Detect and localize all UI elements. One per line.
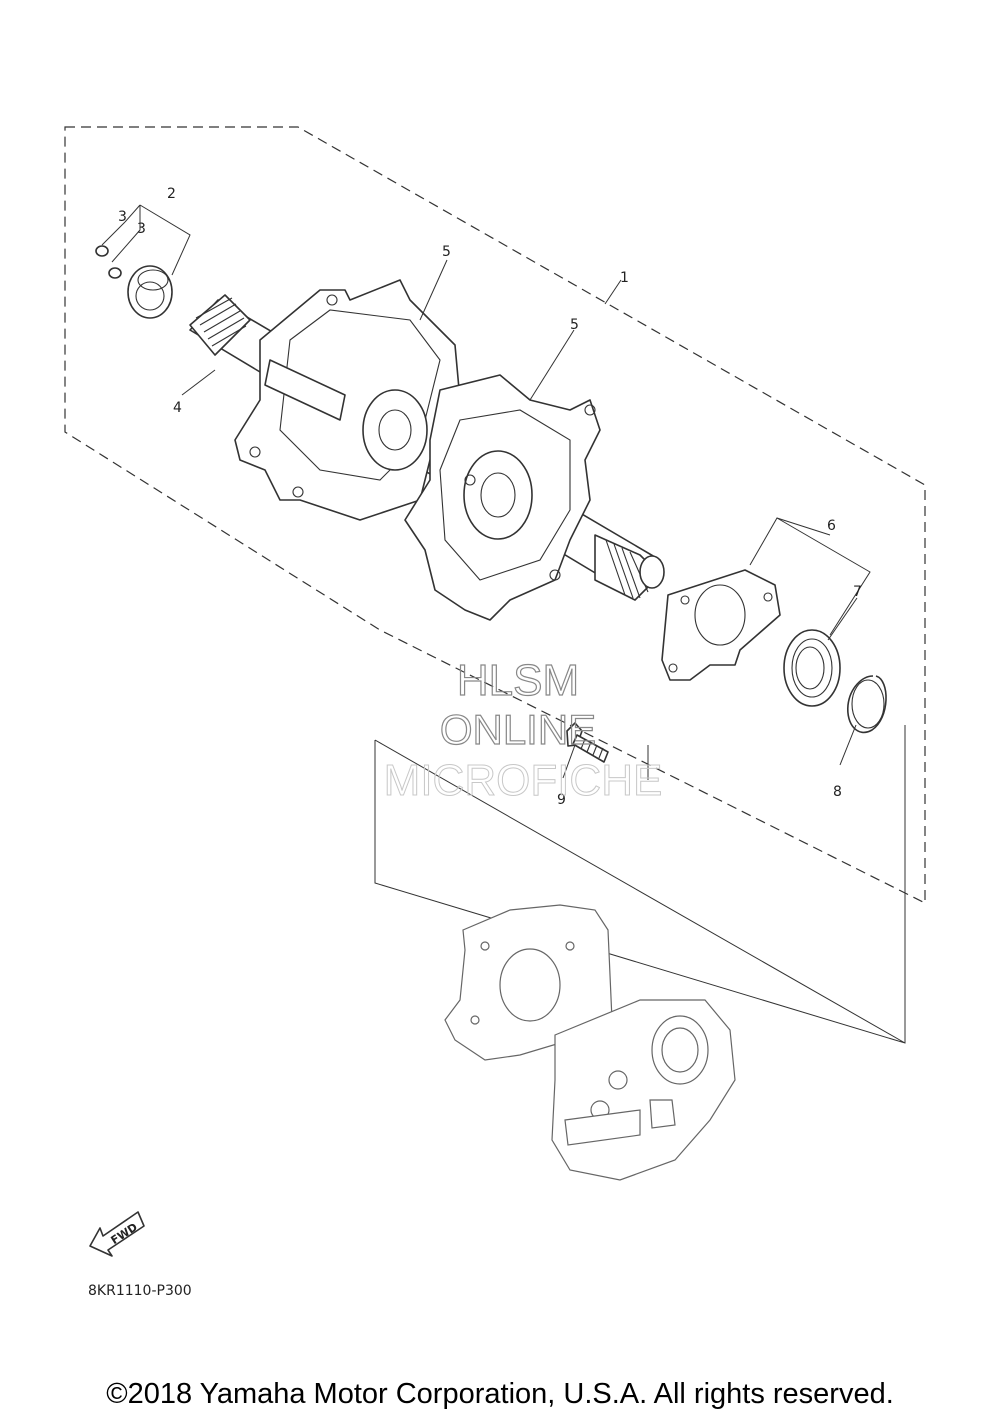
diagram-ref-code: 8KR1110-P300 — [88, 1283, 192, 1299]
copyright-notice: ©2018 Yamaha Motor Corporation, U.S.A. A… — [106, 1378, 894, 1410]
brake-bracket-lines — [374, 725, 906, 1044]
callout-3b: 3 — [137, 221, 146, 237]
callout-2: 2 — [167, 186, 176, 202]
callout-4: 4 — [173, 400, 182, 416]
callout-3a: 3 — [118, 209, 127, 225]
flange-plate-part[interactable] — [661, 569, 781, 681]
pin-part[interactable] — [95, 245, 122, 279]
callout-9: 9 — [557, 792, 566, 808]
callout-1: 1 — [620, 270, 629, 286]
watermark-line-2: ONLINE — [440, 706, 596, 753]
watermark-line-3: MICROFICHE — [384, 756, 663, 805]
sprocket-right-part[interactable] — [404, 374, 601, 621]
sprocket-left-part[interactable] — [234, 279, 461, 521]
bolt-part[interactable] — [566, 722, 609, 763]
leader-lines — [101, 204, 871, 779]
watermark-line-1: HLSM — [457, 656, 579, 705]
callout-5b: 5 — [570, 317, 579, 333]
seal-part[interactable] — [783, 629, 841, 707]
circlip-part[interactable] — [847, 675, 887, 734]
fwd-arrow-icon: FWD — [89, 1211, 145, 1257]
callout-8: 8 — [833, 784, 842, 800]
callout-5a: 5 — [442, 244, 451, 260]
brake-reference-assembly — [444, 904, 736, 1181]
callout-7: 7 — [853, 584, 862, 600]
callout-6: 6 — [827, 518, 836, 534]
assembly-boundary — [64, 126, 926, 904]
bearing-part[interactable] — [127, 265, 173, 319]
